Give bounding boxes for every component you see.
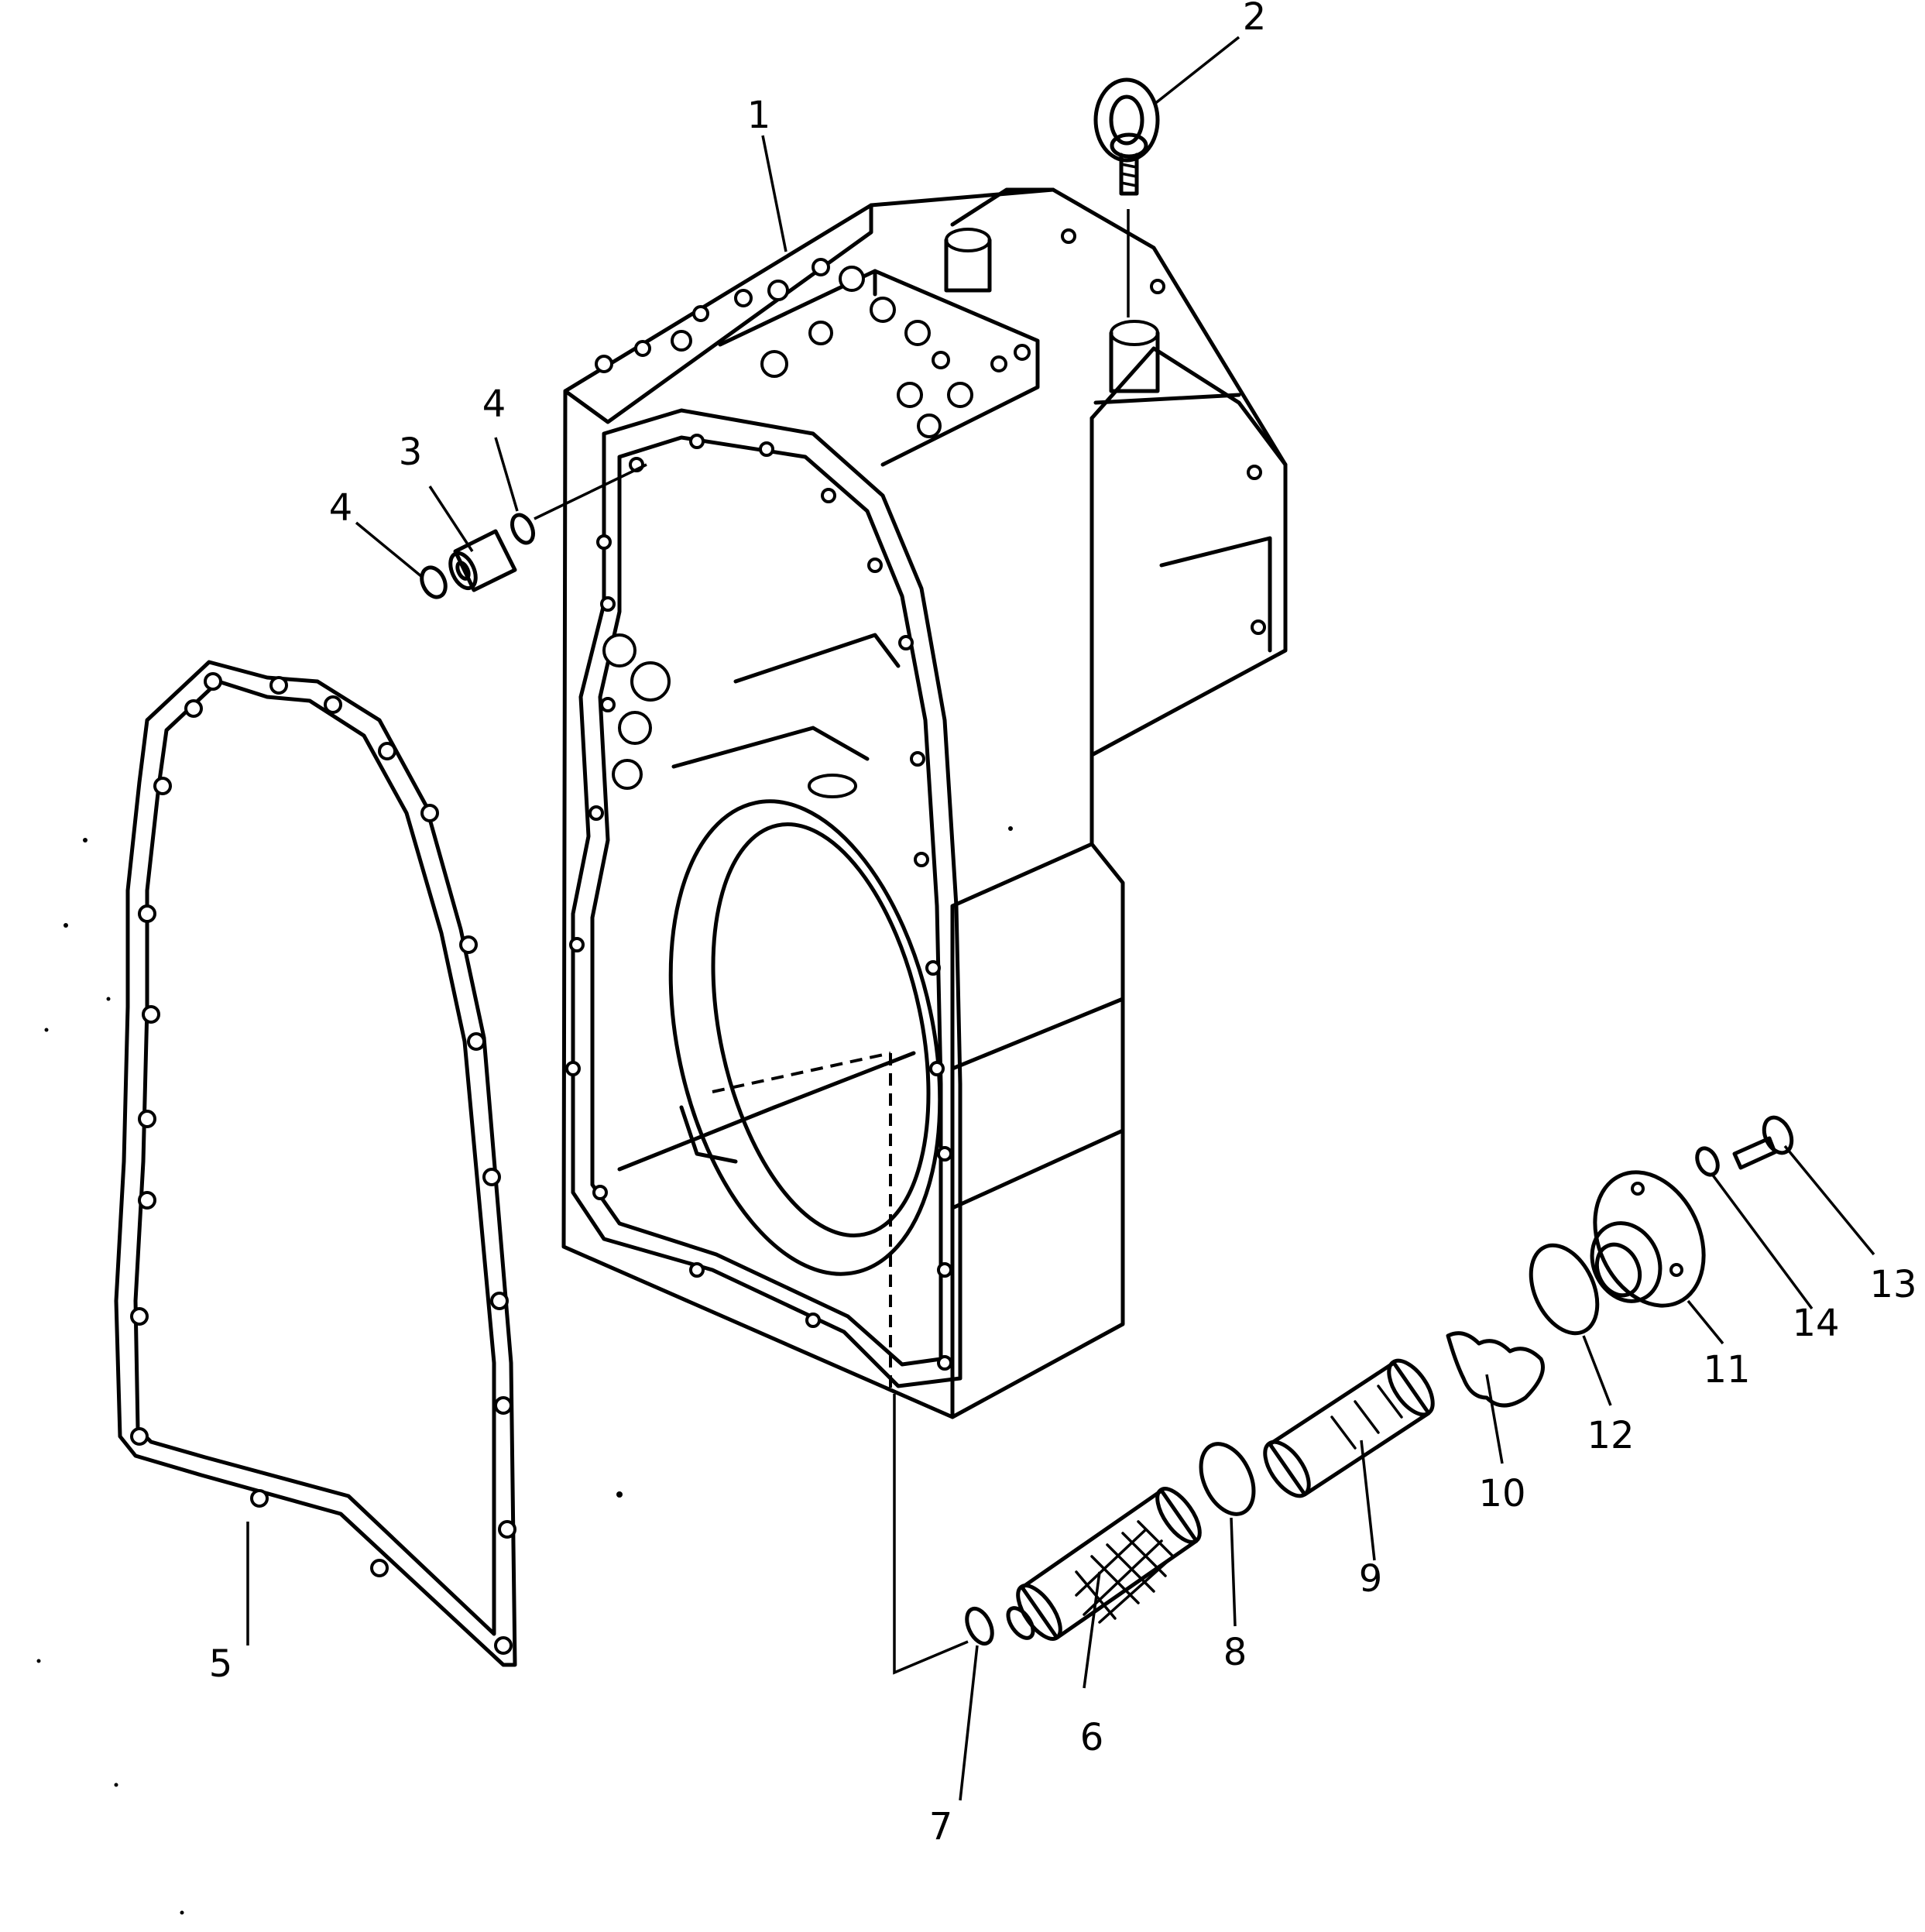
callout-10: 10 — [1478, 1472, 1525, 1515]
gasket — [114, 660, 517, 1667]
eye-bolt — [1093, 77, 1160, 317]
callout-4-left: 4 — [329, 486, 353, 530]
callout-4-right: 4 — [482, 383, 506, 426]
callout-6: 6 — [1080, 1716, 1104, 1759]
callout-13: 13 — [1869, 1263, 1916, 1306]
strainer-assembly — [893, 1115, 1794, 1675]
scan-specks — [36, 826, 1013, 1915]
callout-3: 3 — [399, 431, 423, 474]
callout-labels: 1 2 3 4 4 5 6 7 8 9 10 11 12 13 14 — [209, 0, 1917, 1848]
callout-8: 8 — [1223, 1631, 1247, 1674]
plug-assembly — [420, 463, 647, 599]
callout-7: 7 — [929, 1805, 953, 1848]
callout-1: 1 — [747, 94, 771, 137]
callout-5: 5 — [209, 1642, 233, 1686]
callout-14: 14 — [1792, 1302, 1839, 1345]
callout-2: 2 — [1243, 0, 1267, 39]
callout-11: 11 — [1703, 1348, 1750, 1392]
leader-lines — [246, 36, 1875, 1801]
callout-12: 12 — [1587, 1414, 1634, 1457]
callout-9: 9 — [1359, 1557, 1383, 1601]
transmission-case — [561, 187, 1288, 1419]
